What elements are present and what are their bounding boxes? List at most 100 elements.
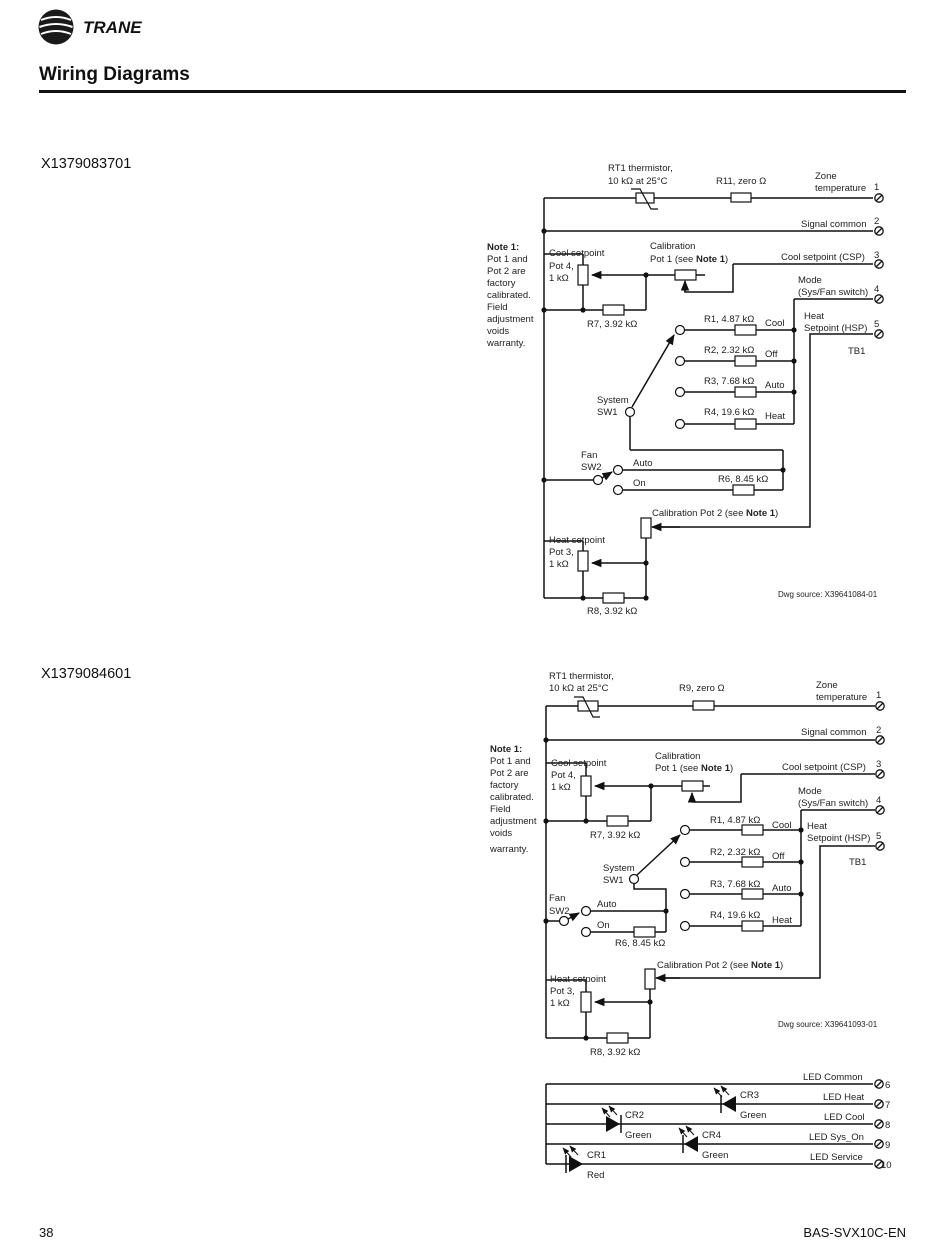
svg-text:1: 1 [876,690,881,701]
trane-logo: TRANE [38,9,142,45]
document-code: BAS-SVX10C-EN [803,1225,906,1240]
svg-text:Heat setpoint: Heat setpoint [550,974,606,985]
svg-text:warranty.: warranty. [486,338,525,349]
led-diagram [545,1079,884,1173]
svg-text:R11, zero Ω: R11, zero Ω [716,176,766,187]
svg-text:voids: voids [487,326,509,337]
svg-text:Calibration: Calibration [650,241,695,252]
svg-text:Cool setpoint: Cool setpoint [549,248,605,259]
diagram-2 [543,696,885,1044]
svg-text:SW2: SW2 [549,906,570,917]
dwg-source-2: Dwg source: X39641093-01 [778,1020,878,1029]
svg-text:temperature: temperature [815,183,866,194]
svg-text:Heat setpoint: Heat setpoint [549,535,605,546]
svg-text:R3, 7.68 kΩ: R3, 7.68 kΩ [710,879,760,890]
svg-text:On: On [597,920,610,931]
svg-text:1 kΩ: 1 kΩ [551,782,571,793]
svg-text:4: 4 [874,284,879,295]
svg-text:Pot 2 are: Pot 2 are [490,768,529,779]
svg-text:R2, 2.32 kΩ: R2, 2.32 kΩ [710,847,760,858]
svg-text:Heat: Heat [765,411,785,422]
svg-text:Heat: Heat [807,821,827,832]
svg-text:1: 1 [874,182,879,193]
svg-text:TB1: TB1 [848,346,865,357]
svg-text:voids: voids [490,828,512,839]
svg-text:Auto: Auto [597,899,617,910]
header-rule [39,90,906,93]
svg-text:CR3: CR3 [740,1090,759,1101]
svg-text:Pot 1 and: Pot 1 and [490,756,531,767]
svg-text:SW1: SW1 [603,875,624,886]
svg-text:Setpoint (HSP): Setpoint (HSP) [804,323,867,334]
svg-text:RT1 thermistor,: RT1 thermistor, [608,163,673,174]
svg-text:Pot 3,: Pot 3, [550,986,575,997]
page-title: Wiring Diagrams [39,64,190,85]
svg-text:3: 3 [876,759,881,770]
svg-text:SW1: SW1 [597,407,618,418]
svg-text:4: 4 [876,795,881,806]
pot4 [577,264,589,286]
svg-text:Cool setpoint (CSP): Cool setpoint (CSP) [782,762,866,773]
svg-text:R2, 2.32 kΩ: R2, 2.32 kΩ [704,345,754,356]
svg-text:Signal common: Signal common [801,219,866,230]
svg-text:Green: Green [740,1110,766,1121]
svg-text:Pot 1 and: Pot 1 and [487,254,528,265]
svg-text:Mode: Mode [798,275,822,286]
svg-text:Heat: Heat [772,915,792,926]
svg-text:Fan: Fan [581,450,597,461]
svg-text:6: 6 [885,1080,890,1091]
svg-text:calibrated.: calibrated. [490,792,534,803]
svg-text:Off: Off [772,851,785,862]
svg-text:5: 5 [874,319,879,330]
model-number-1: X1379083701 [41,156,132,172]
diagram-1-labels: Note 1: Pot 1 and Pot 2 are factory cali… [486,163,879,617]
svg-text:CR4: CR4 [702,1130,721,1141]
svg-text:adjustment: adjustment [487,314,534,325]
svg-text:1 kΩ: 1 kΩ [549,273,569,284]
svg-text:System: System [597,395,629,406]
svg-text:(Sys/Fan switch): (Sys/Fan switch) [798,287,868,298]
svg-text:Calibration: Calibration [655,751,700,762]
svg-text:factory: factory [490,780,519,791]
svg-text:7: 7 [885,1100,890,1111]
svg-text:Zone: Zone [816,680,838,691]
svg-text:TB1: TB1 [849,857,866,868]
svg-text:LED Service: LED Service [810,1152,863,1163]
svg-text:8: 8 [885,1120,890,1131]
brand-wordmark: TRANE [83,18,142,37]
svg-text:LED Sys_On: LED Sys_On [809,1132,864,1143]
svg-text:Red: Red [587,1170,604,1181]
svg-text:Calibration Pot 2 (see Note 1): Calibration Pot 2 (see Note 1) [657,960,783,971]
diagram-1 [541,188,884,604]
svg-text:Calibration Pot 2 (see Note 1): Calibration Pot 2 (see Note 1) [652,508,778,519]
r11-resistor [730,192,752,203]
svg-text:Field: Field [487,302,508,313]
svg-text:10 kΩ at 25°C: 10 kΩ at 25°C [608,176,668,187]
svg-text:5: 5 [876,831,881,842]
svg-text:CR2: CR2 [625,1110,644,1121]
model-number-2: X1379084601 [41,666,132,682]
svg-text:CR1: CR1 [587,1150,606,1161]
svg-text:R1, 4.87 kΩ: R1, 4.87 kΩ [710,815,760,826]
note-heading-2: Note 1: [490,744,522,755]
svg-text:adjustment: adjustment [490,816,537,827]
svg-text:Green: Green [625,1130,651,1141]
dwg-source-1: Dwg source: X39641084-01 [778,590,878,599]
svg-text:temperature: temperature [816,692,867,703]
svg-text:(Sys/Fan switch): (Sys/Fan switch) [798,798,868,809]
svg-text:2: 2 [876,725,881,736]
svg-text:R6, 8.45 kΩ: R6, 8.45 kΩ [615,938,665,949]
svg-text:LED Cool: LED Cool [824,1112,865,1123]
svg-text:Green: Green [702,1150,728,1161]
svg-text:R1, 4.87 kΩ: R1, 4.87 kΩ [704,314,754,325]
svg-text:1 kΩ: 1 kΩ [549,559,569,570]
svg-text:R3, 7.68 kΩ: R3, 7.68 kΩ [704,376,754,387]
svg-text:calibrated.: calibrated. [487,290,531,301]
svg-text:On: On [633,478,646,489]
svg-text:Auto: Auto [633,458,653,469]
svg-text:Pot 4,: Pot 4, [549,261,574,272]
svg-text:Pot 1 (see Note 1): Pot 1 (see Note 1) [655,763,733,774]
svg-text:Zone: Zone [815,171,837,182]
